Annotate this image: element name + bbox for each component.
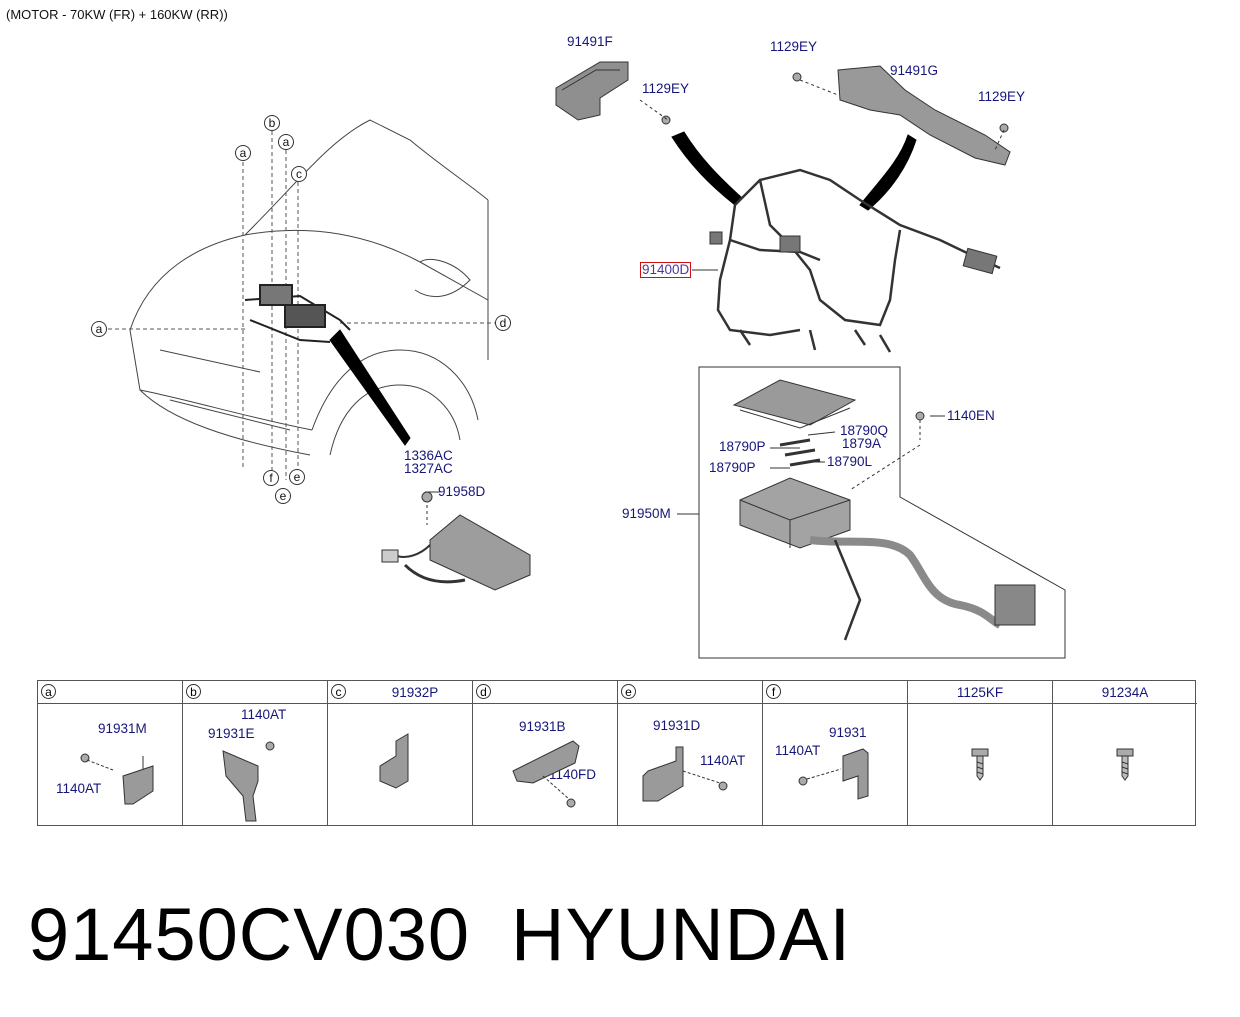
cell-part-label[interactable]: 91932P: [391, 685, 439, 700]
callout-a: a: [278, 134, 294, 150]
table-cell-1125KF: 1125KF: [908, 681, 1053, 825]
callout-e: e: [275, 488, 291, 504]
label-18790P[interactable]: 18790P: [719, 439, 766, 454]
cell-part-label[interactable]: 91234A: [1101, 685, 1149, 700]
label-91950M[interactable]: 91950M: [622, 506, 671, 521]
bracket-icon: [798, 748, 869, 800]
table-cell-a: a 91931M 1140AT: [38, 681, 183, 825]
label-1336AC[interactable]: 1336AC: [404, 448, 453, 463]
cell-circle: f: [766, 684, 781, 699]
bracket-icon: [379, 733, 409, 789]
table-cell-f: f 1140AT 91931: [763, 681, 908, 825]
part-label[interactable]: 91931M: [98, 721, 147, 736]
diagram-header: (MOTOR - 70KW (FR) + 160KW (RR)): [6, 7, 228, 22]
parts-diagram: [108, 61, 1066, 659]
cell-part-label[interactable]: 1125KF: [956, 685, 1004, 700]
label-18790P[interactable]: 18790P: [709, 460, 756, 475]
bracket-icon: [222, 741, 275, 822]
bolt-icon: [1116, 748, 1134, 781]
table-cell-d: d 91931B 1140FD: [473, 681, 618, 825]
callout-d: d: [495, 315, 511, 331]
label-18790L[interactable]: 18790L: [827, 454, 873, 469]
label-91491F[interactable]: 91491F: [567, 34, 613, 49]
label-91400D-highlighted[interactable]: 91400D: [640, 262, 692, 278]
label-91491G[interactable]: 91491G: [890, 63, 939, 78]
part-label[interactable]: 91931E: [208, 726, 255, 741]
table-cell-e: e 91931D 1140AT: [618, 681, 763, 825]
callout-c: c: [291, 166, 307, 182]
part-number: 91450CV030: [28, 893, 471, 976]
part-label[interactable]: 1140FD: [549, 767, 597, 782]
cell-circle: d: [476, 684, 491, 699]
label-1129EY[interactable]: 1129EY: [978, 89, 1026, 104]
callout-b: b: [264, 115, 280, 131]
part-label[interactable]: 91931D: [653, 718, 701, 733]
label-1129EY[interactable]: 1129EY: [770, 39, 818, 54]
part-label[interactable]: 1140AT: [241, 707, 287, 722]
label-18790Q[interactable]: 18790Q: [840, 423, 889, 438]
bolt-icon: [971, 748, 989, 781]
bracket-icon: [80, 753, 154, 805]
label-1879A[interactable]: 1879A: [842, 436, 882, 451]
part-label[interactable]: 1140AT: [775, 743, 821, 758]
table-cell-91234A: 91234A: [1053, 681, 1197, 825]
table-cell-c: c 91932P: [328, 681, 473, 825]
bracket-icon: [642, 746, 728, 802]
callout-f: f: [263, 470, 279, 486]
part-label[interactable]: 91931: [829, 725, 867, 740]
label-1129EY[interactable]: 1129EY: [642, 81, 690, 96]
callout-e: e: [289, 469, 305, 485]
part-label[interactable]: 91931B: [519, 719, 566, 734]
cell-circle: e: [621, 684, 636, 699]
part-label[interactable]: 1140AT: [700, 753, 746, 768]
cell-circle: c: [331, 684, 346, 699]
table-cell-b: b 1140AT 91931E: [183, 681, 328, 825]
part-label[interactable]: 1140AT: [56, 781, 102, 796]
cell-circle: a: [41, 684, 56, 699]
bracket-icon: [512, 740, 580, 808]
label-1140EN[interactable]: 1140EN: [947, 408, 995, 423]
parts-table: a 91931M 1140AT b 1140AT 91931E c 91932P: [37, 680, 1197, 826]
cell-circle: b: [186, 684, 201, 699]
brand-name: HYUNDAI: [511, 893, 852, 976]
label-91958D[interactable]: 91958D: [438, 484, 486, 499]
callout-a-left: a: [91, 321, 107, 337]
callout-a: a: [235, 145, 251, 161]
label-1327AC[interactable]: 1327AC: [404, 461, 453, 476]
